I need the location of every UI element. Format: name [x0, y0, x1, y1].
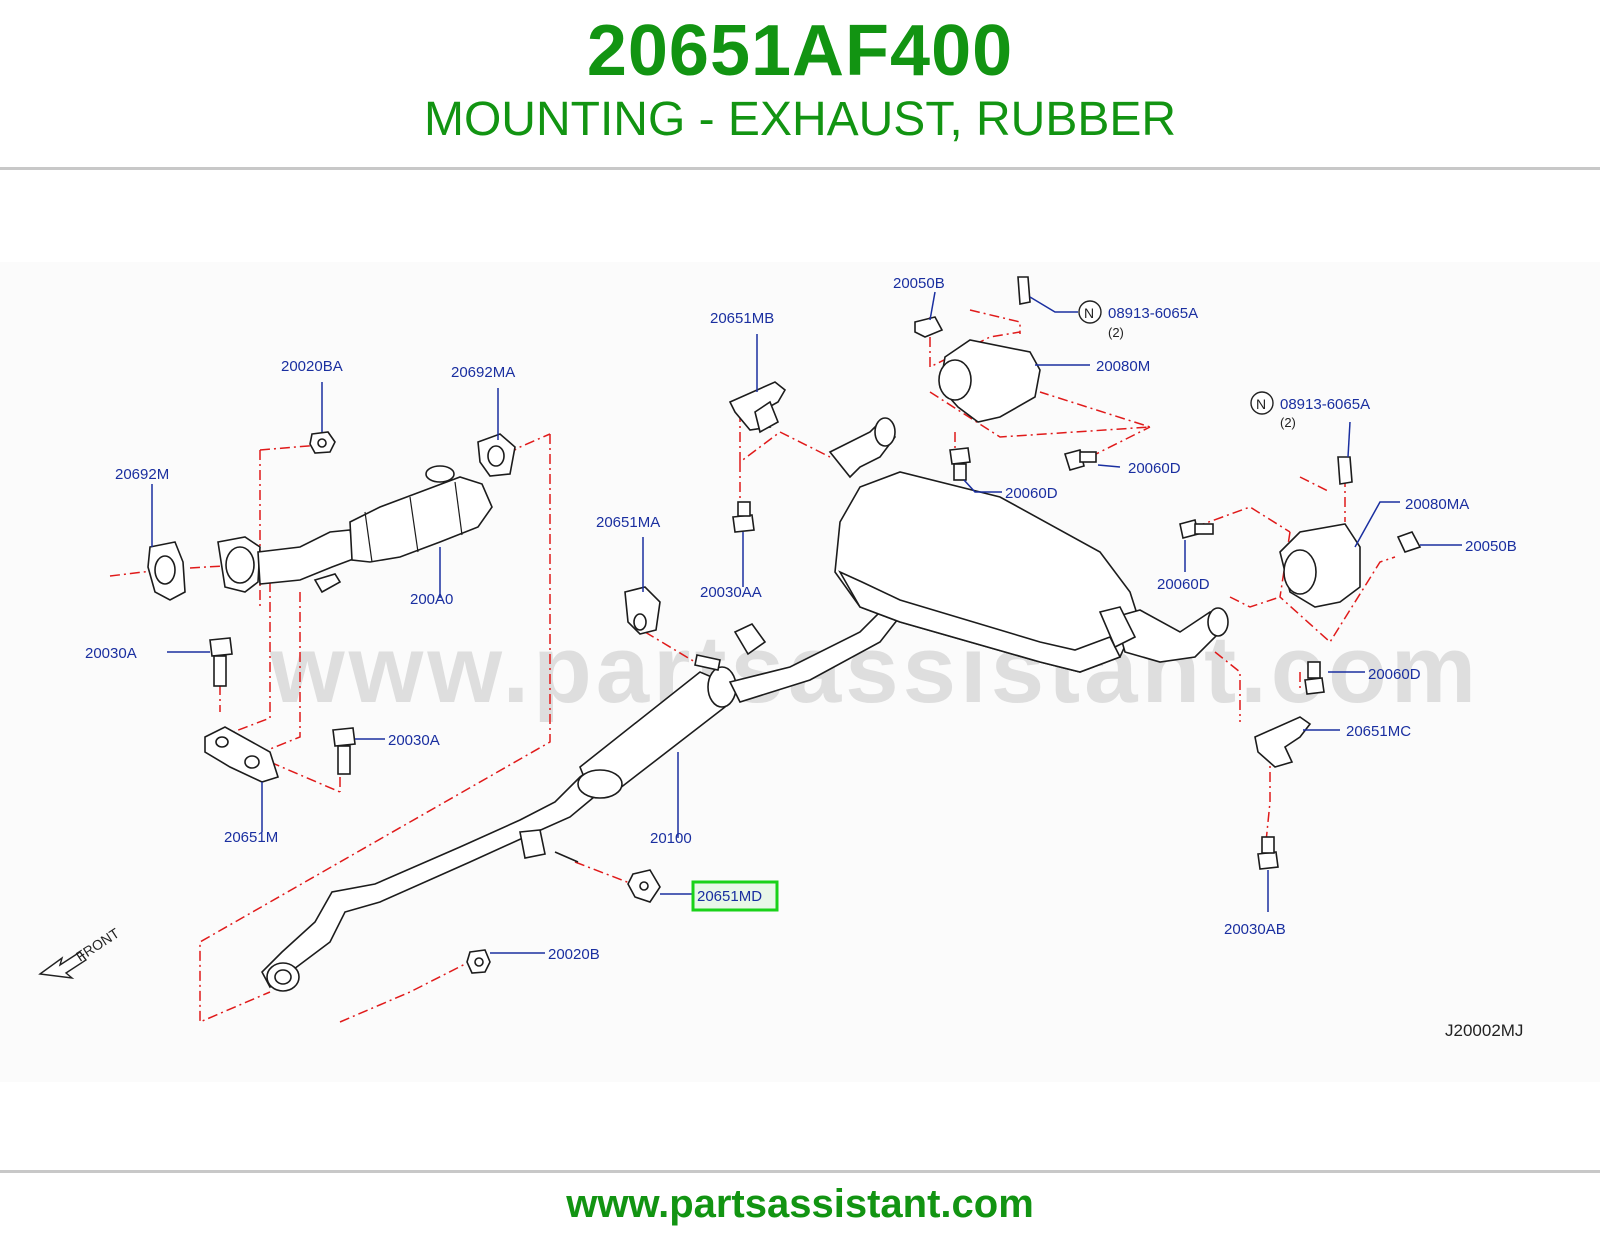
- highlight-box: [691, 880, 779, 912]
- heat-shield-20080ma: [1279, 523, 1361, 608]
- qty-08913-upper: (2): [1108, 325, 1124, 340]
- n-marker-icon: [1078, 300, 1102, 324]
- bracket-20651m: [204, 726, 280, 783]
- label-20692m[interactable]: 20692M: [115, 466, 169, 483]
- label-20030a-1[interactable]: 20030A: [85, 645, 137, 662]
- label-20050b-upper[interactable]: 20050B: [893, 275, 945, 292]
- label-20692ma[interactable]: 20692MA: [451, 364, 515, 381]
- bolt-20060d-3: [1179, 519, 1214, 539]
- label-200a0[interactable]: 200A0: [410, 591, 453, 608]
- clip-20050b-lower: [1396, 531, 1422, 553]
- label-20080m[interactable]: 20080M: [1096, 358, 1150, 375]
- nut-08913-upper: [1017, 276, 1031, 305]
- center-pipe-20100: [261, 601, 907, 992]
- label-20651mc[interactable]: 20651MC: [1346, 723, 1411, 740]
- bolt-20030ab: [1257, 836, 1279, 870]
- n-marker-text: N: [1084, 305, 1094, 321]
- rubber-mount-20651md: [627, 869, 661, 903]
- label-20651ma[interactable]: 20651MA: [596, 514, 660, 531]
- exhaust-diagram-area: www.partsassistant.com: [0, 262, 1600, 1082]
- rubber-mount-20651ma: [624, 586, 661, 635]
- part-labels: 20020BA 20692MA 20692M 200A0 20030A 2003…: [85, 275, 1517, 963]
- qty-08913-lower: (2): [1280, 415, 1296, 430]
- front-direction-indicator: FRONT: [38, 925, 123, 979]
- nut-20020b: [466, 949, 491, 974]
- exhaust-diagram: www.partsassistant.com: [38, 275, 1523, 1040]
- rear-catalyst-gasket: [477, 433, 516, 477]
- bracket-20651mb: [728, 381, 787, 434]
- hanger-rod-front: [694, 622, 767, 671]
- label-20060d-3[interactable]: 20060D: [1157, 576, 1210, 593]
- footer-url-link[interactable]: www.partsassistant.com: [566, 1182, 1034, 1226]
- header-divider: [0, 167, 1600, 170]
- label-20651md[interactable]: 20651MD: [697, 888, 762, 905]
- label-20100[interactable]: 20100: [650, 830, 692, 847]
- bolt-20060d-4: [1304, 661, 1325, 695]
- bolt-20030a-1: [209, 637, 233, 687]
- bolt-20030a-2: [332, 727, 356, 775]
- bolt-20060d-1: [949, 447, 971, 481]
- label-20050b-lower[interactable]: 20050B: [1465, 538, 1517, 555]
- main-muffler: [828, 417, 1229, 673]
- label-20060d-2[interactable]: 20060D: [1128, 460, 1181, 477]
- label-20030aa[interactable]: 20030AA: [700, 584, 762, 601]
- front-catalytic-converter: [217, 465, 493, 594]
- footer-divider: [0, 1170, 1600, 1173]
- label-20060d-4[interactable]: 20060D: [1368, 666, 1421, 683]
- label-20030ab[interactable]: 20030AB: [1224, 921, 1286, 938]
- front-flange-gasket: [147, 541, 186, 601]
- bracket-20651mc: [1254, 716, 1312, 768]
- nut-20020ba: [309, 431, 336, 454]
- leader-lines: [151, 291, 1462, 954]
- diagram-code: J20002MJ: [1445, 1021, 1523, 1040]
- front-arrow-icon: [38, 951, 88, 979]
- label-20020b[interactable]: 20020B: [548, 946, 600, 963]
- nut-08913-lower: [1337, 456, 1353, 485]
- label-08913-lower[interactable]: 08913-6065A: [1280, 396, 1370, 413]
- page-header: 20651AF400 MOUNTING - EXHAUST, RUBBER: [0, 0, 1600, 170]
- part-number-title: 20651AF400: [586, 11, 1014, 91]
- label-08913-upper[interactable]: 08913-6065A: [1108, 305, 1198, 322]
- label-20080ma[interactable]: 20080MA: [1405, 496, 1469, 513]
- heat-shield-20080m: [938, 339, 1041, 423]
- bolt-20030aa: [732, 501, 755, 533]
- part-description: MOUNTING - EXHAUST, RUBBER: [423, 93, 1177, 146]
- label-20651mb[interactable]: 20651MB: [710, 310, 774, 327]
- front-label: FRONT: [73, 925, 123, 965]
- label-20020ba[interactable]: 20020BA: [281, 358, 343, 375]
- label-20651m[interactable]: 20651M: [224, 829, 278, 846]
- bolt-20060d-2: [1063, 449, 1097, 471]
- n-marker-text: N: [1256, 396, 1266, 412]
- clip-20050b-upper: [914, 316, 944, 338]
- label-20030a-2[interactable]: 20030A: [388, 732, 440, 749]
- n-marker-icon: [1250, 391, 1274, 415]
- label-20060d-1[interactable]: 20060D: [1005, 485, 1058, 502]
